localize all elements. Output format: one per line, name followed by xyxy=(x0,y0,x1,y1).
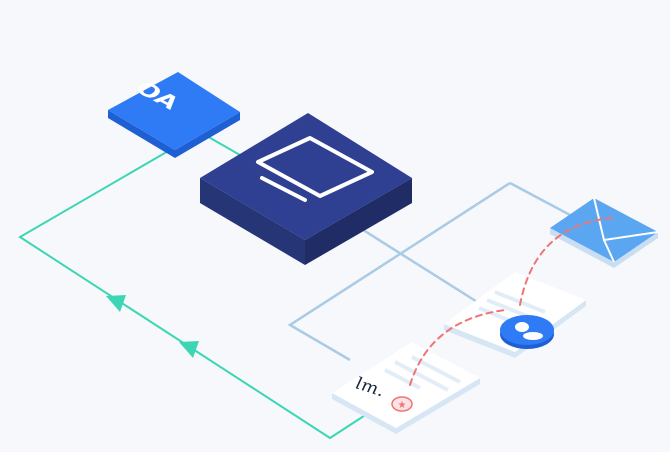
oa-block[interactable]: OA xyxy=(108,72,240,158)
computer-block[interactable] xyxy=(200,113,412,265)
dashed-arcs xyxy=(409,217,613,386)
user-badge[interactable] xyxy=(500,315,554,349)
svg-text:★: ★ xyxy=(398,400,407,411)
flow-line-oa-link xyxy=(204,134,241,156)
network-line-center xyxy=(359,226,491,312)
monitor-stand xyxy=(260,176,307,202)
flow-arrow-1 xyxy=(106,295,126,312)
flow-path xyxy=(18,134,371,440)
monitor-screen xyxy=(256,136,374,198)
document-signed-paper xyxy=(332,342,480,428)
envelope-body xyxy=(550,198,658,262)
computer-block-left-side xyxy=(200,178,305,265)
seal-icon: ★ xyxy=(391,396,413,412)
network-lines xyxy=(287,181,571,362)
user-icon xyxy=(515,322,543,340)
computer-block-top xyxy=(200,113,412,240)
dashed-arc-user-to-mail xyxy=(519,217,613,306)
envelope-block[interactable] xyxy=(550,197,659,268)
computer-block-right-side xyxy=(305,178,412,265)
document-user-side xyxy=(444,300,586,358)
oa-block-side xyxy=(108,110,240,158)
dashed-arc-sign-to-user xyxy=(409,309,506,386)
document-signed[interactable]: lm. ★ xyxy=(332,342,480,434)
oa-block-top xyxy=(108,72,240,150)
flow-arrow-2 xyxy=(179,341,199,358)
monitor-icon xyxy=(256,136,374,202)
envelope-side xyxy=(550,228,658,268)
envelope-icon xyxy=(593,197,659,263)
document-signed-side xyxy=(332,378,480,434)
network-line-top xyxy=(509,181,571,217)
network-line-loop xyxy=(287,181,511,362)
flow-line xyxy=(18,149,371,440)
document-user[interactable] xyxy=(444,272,586,358)
